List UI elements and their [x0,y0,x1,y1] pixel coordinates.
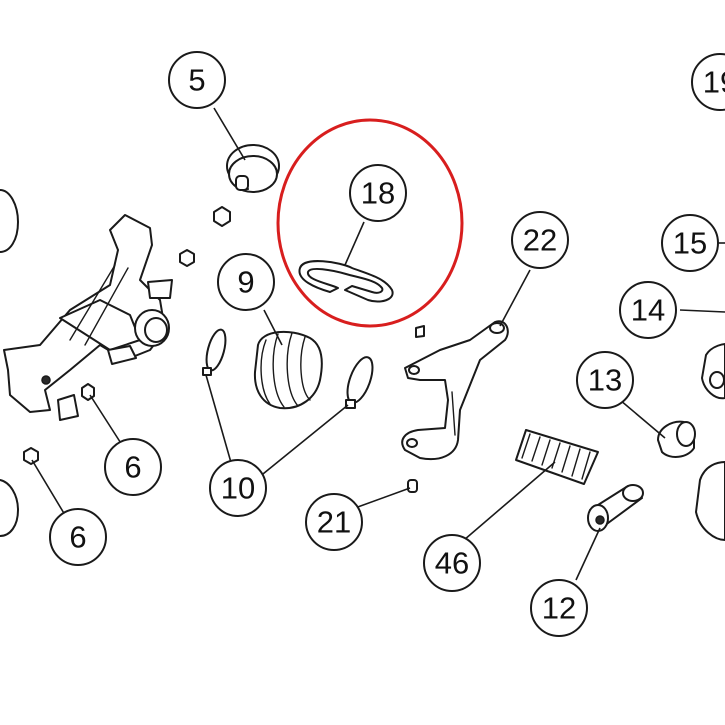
callout-46: 46 [423,534,481,592]
callout-12-label: 12 [542,591,576,626]
part-13-bushing [657,420,696,458]
callout-14-label: 14 [631,293,665,328]
callout-9: 9 [217,253,275,311]
callout-22: 22 [511,211,569,269]
callout-5: 5 [168,51,226,109]
callout-19-label: 19 [703,65,725,100]
callout-15: 15 [661,214,719,272]
callout-13: 13 [576,351,634,409]
callout-5-label: 5 [188,63,205,98]
callout-12: 12 [530,579,588,637]
callout-21-label: 21 [317,505,351,540]
part-5-bushing [226,144,280,193]
callout-6-lower-label: 6 [69,520,86,555]
part-10-clamp-large [345,356,374,409]
part-left-edge-cylinder [0,189,19,537]
callout-6-upper: 6 [104,438,162,496]
callout-10: 10 [209,459,267,517]
part-21-pin [407,479,418,493]
callout-15-label: 15 [673,226,707,261]
callout-14: 14 [619,281,677,339]
callout-18: 18 [349,164,407,222]
callout-6-lower: 6 [49,508,107,566]
callout-13-label: 13 [588,363,622,398]
highlight-ring-part-18 [276,118,464,328]
callout-19: 19 [691,53,725,111]
callout-6-upper-label: 6 [124,450,141,485]
part-22-steering-arm [401,320,509,460]
part-12-pivot-pin [587,484,644,532]
callout-22-label: 22 [523,223,557,258]
callout-9-label: 9 [237,265,254,300]
callout-46-label: 46 [435,546,469,581]
callout-18-label: 18 [361,176,395,211]
callout-10-label: 10 [221,471,255,506]
leader-lines [31,107,725,581]
part-9-boot [253,330,323,410]
part-knuckle-bracket [3,214,173,421]
part-46-coil-spring [515,429,599,485]
callout-21: 21 [305,493,363,551]
part-right-edge-housing [695,343,725,541]
part-10-clamp-small [202,328,227,376]
part-18-spring-clip [298,260,394,303]
